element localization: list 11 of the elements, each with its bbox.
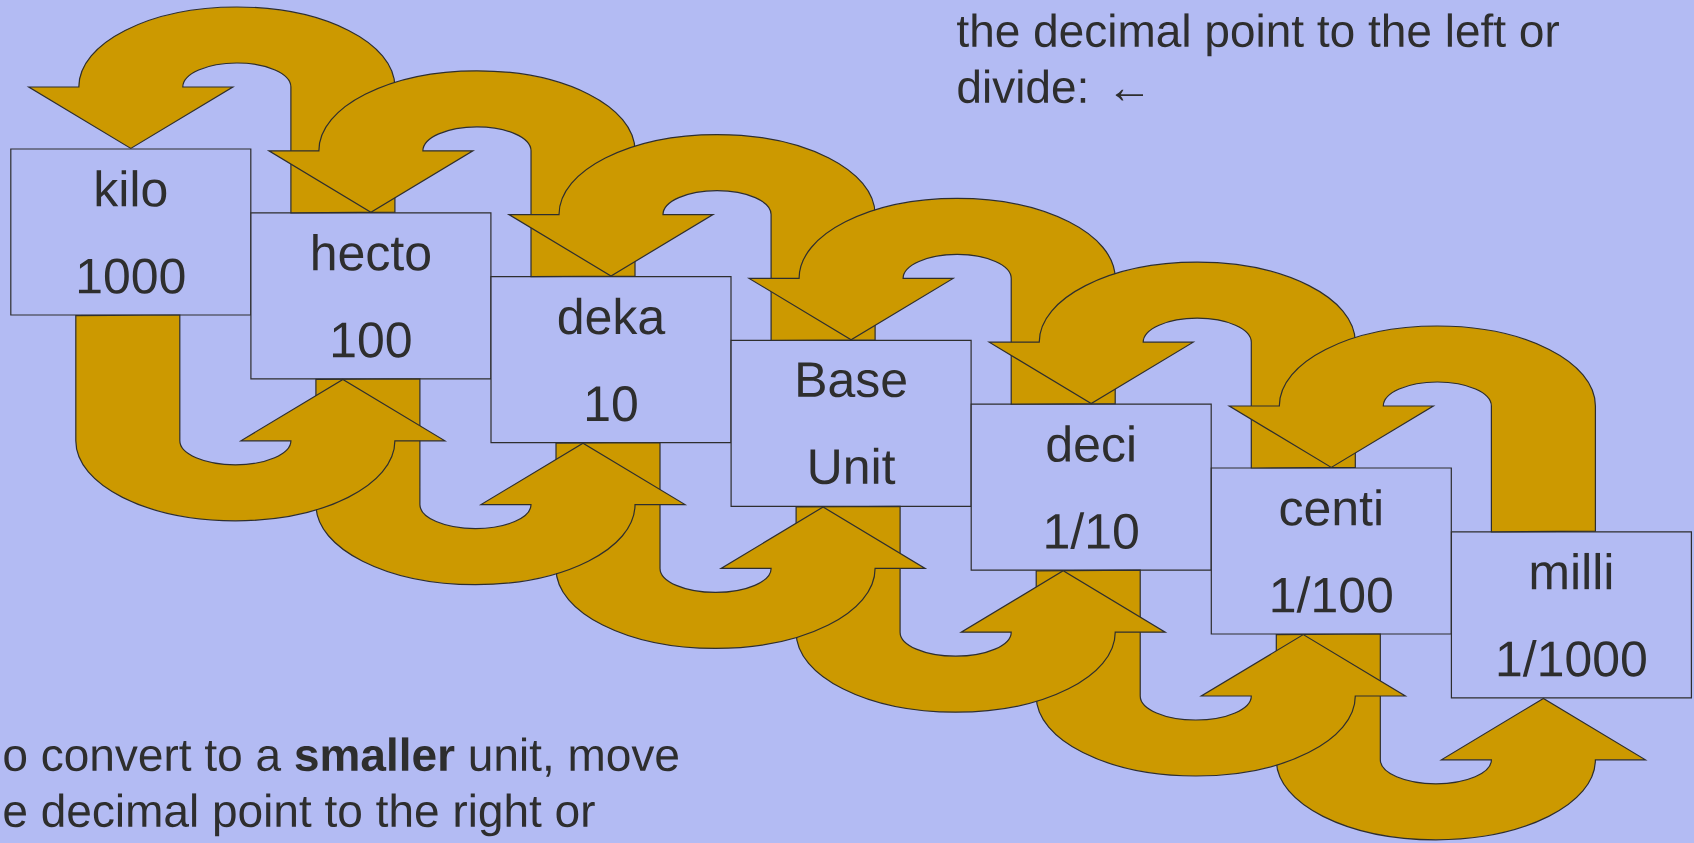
unit-box: kilo 1000 [10, 148, 252, 316]
curved-arrow [75, 314, 446, 522]
unit-box: Base Unit [730, 339, 972, 507]
note-text: the decimal point to the left or divide: ← [957, 13, 1559, 104]
unit-box: centi 1/100 [1210, 467, 1452, 635]
unit-box: deci 1/10 [970, 403, 1212, 571]
unit-box: milli 1/1000 [1450, 531, 1692, 699]
unit-box: deka 10 [490, 276, 732, 444]
curved-arrow [1228, 325, 1596, 533]
note-text: o convert to a smaller unit, move e decimal point to the right or [4, 737, 678, 837]
unit-box: hecto 100 [250, 212, 492, 380]
